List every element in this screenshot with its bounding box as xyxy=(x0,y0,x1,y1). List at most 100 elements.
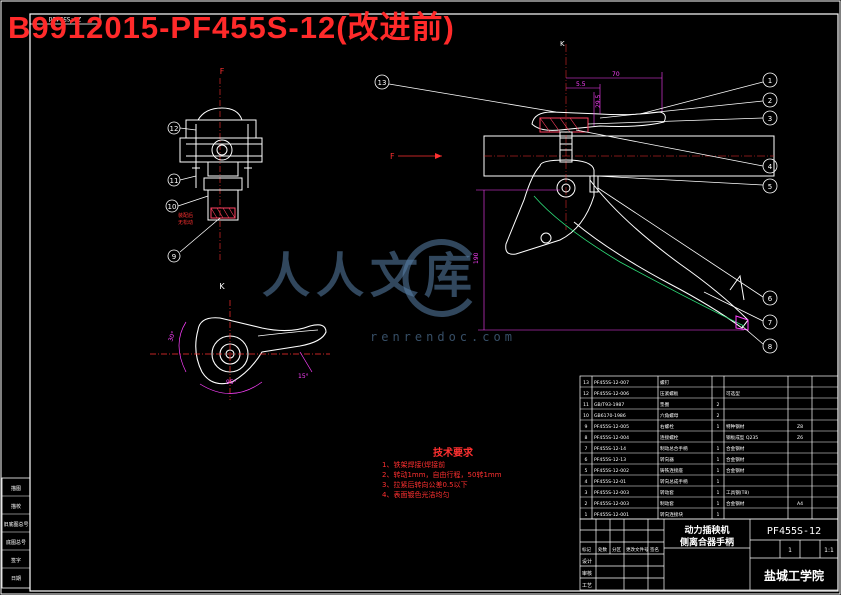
angle-15: 15° xyxy=(298,373,309,380)
strip-cell: 底图总号 xyxy=(6,539,26,546)
dim-5-5: 5.5 xyxy=(576,81,586,88)
parts-cell-no: 2 xyxy=(585,501,588,507)
balloon-6: 6 xyxy=(768,295,773,303)
tb-header-cell: 处数 xyxy=(598,546,607,553)
parts-cell-qty: 1 xyxy=(717,512,720,518)
parts-cell-name: 连接螺栓 xyxy=(660,434,679,441)
product-name: 动力插秧机 xyxy=(684,524,729,536)
strip-cell: 描图 xyxy=(11,485,21,492)
parts-cell-mat: 工具钢(T8) xyxy=(726,489,749,496)
parts-cell-mat: 钢板成型 Q235 xyxy=(726,434,758,441)
parts-cell-no: 11 xyxy=(583,402,589,408)
parts-cell-no: 6 xyxy=(585,457,588,463)
tb-header-cell: 标记 xyxy=(582,546,591,553)
tech-requirement-item: 3、拉紧后转向公差0.5以下 xyxy=(382,481,468,489)
parts-cell-no: 9 xyxy=(585,424,588,430)
left-margin-strip: 描图 描校 旧底图总号 底图总号 签字 日期 xyxy=(1,477,31,589)
strip-cell: 日期 xyxy=(11,576,21,582)
parts-cell-name: 制动套 xyxy=(660,500,674,507)
watermark-text: 人人文库 xyxy=(262,248,479,304)
tb-role-design: 设计 xyxy=(582,558,592,565)
parts-cell-mat: 合金钢材 xyxy=(726,467,745,474)
inner-frame xyxy=(29,13,839,592)
parts-cell-mat: 合金钢材 xyxy=(726,500,745,507)
angle-95: 95° xyxy=(226,379,237,386)
parts-cell-mat: 合金钢材 xyxy=(726,445,745,452)
parts-cell-name: 转动套 xyxy=(660,489,674,496)
parts-cell-qty: 1 xyxy=(717,490,720,496)
parts-cell-no: 10 xyxy=(583,413,589,419)
parts-cell-qty: 2 xyxy=(717,402,720,408)
school-name: 盐城工学院 xyxy=(764,568,824,583)
parts-cell-no: 13 xyxy=(583,380,589,386)
balloon-2: 2 xyxy=(768,97,772,105)
tech-requirement-item: 2、转动1mm，自由行程，50转1mm xyxy=(382,471,502,479)
balloon-9: 9 xyxy=(172,253,176,261)
parts-cell-qty: 1 xyxy=(717,457,720,463)
balloon-4: 4 xyxy=(768,163,773,171)
parts-cell-name: 垫圈 xyxy=(660,401,670,408)
left-clamp-view xyxy=(179,78,263,260)
view-label-k-side: K xyxy=(560,40,565,48)
parts-cell-no: 5 xyxy=(585,468,588,474)
parts-cell-code: PF455S-12-003 xyxy=(594,490,629,496)
tech-requirement-item: 1、铁架焊接(焊接前 xyxy=(382,461,446,469)
parts-cell-qty: 2 xyxy=(717,413,720,419)
parts-cell-mat: 特种钢材 xyxy=(726,423,745,430)
arrow-f xyxy=(398,153,442,159)
tb-header-cell: 分区 xyxy=(612,546,621,553)
balloon-5: 5 xyxy=(768,183,772,191)
parts-cell-no: 3 xyxy=(585,490,588,496)
parts-cell-code: PF455S-12-005 xyxy=(594,424,629,430)
parts-cell-no: 8 xyxy=(585,435,588,441)
balloon-10: 10 xyxy=(168,203,177,211)
tb-header-cell: 签名 xyxy=(650,546,659,553)
parts-cell-qty: 1 xyxy=(717,468,720,474)
view-label-k-bottom: K xyxy=(219,282,225,291)
top-left-stamp: ZI-S554Sd xyxy=(29,13,101,25)
parts-cell-code: PF455S-12-14 xyxy=(594,446,626,452)
parts-cell-qty: 1 xyxy=(717,424,720,430)
parts-cell-code: PF455S-12-01 xyxy=(594,479,626,485)
parts-cell-name: 右螺栓 xyxy=(660,423,674,430)
parts-cell-name: 转向连接块 xyxy=(660,511,683,518)
right-balloons xyxy=(374,72,778,354)
parts-cell-name: 铸铁连接座 xyxy=(660,467,683,474)
parts-cell-code: PF455S-12-13 xyxy=(594,457,626,463)
balloon-7: 7 xyxy=(768,319,772,327)
parts-cell-name: 螺钉 xyxy=(660,379,670,386)
tb-role-process: 工艺 xyxy=(582,583,592,589)
left-balloons xyxy=(165,121,221,263)
parts-cell-code: PF455S-12-006 xyxy=(594,391,629,397)
balloon-3: 3 xyxy=(768,115,772,123)
parts-cell-note: Z8 xyxy=(797,424,803,430)
title-block xyxy=(579,518,839,591)
parts-cell-no: 7 xyxy=(585,446,588,452)
strip-cell: 描校 xyxy=(11,503,21,510)
watermark-logo-icon xyxy=(402,239,473,317)
parts-cell-no: 4 xyxy=(585,479,588,485)
dim-29-5: 29.5 xyxy=(595,94,602,108)
parts-cell-mat: 合金钢材 xyxy=(726,456,745,463)
balloon-8: 8 xyxy=(768,343,772,351)
parts-cell-code: GB6170-1986 xyxy=(594,413,626,419)
parts-cell-code: PF455S-12-002 xyxy=(594,468,629,474)
balloon-1: 1 xyxy=(768,77,772,85)
tech-requirement-item: 4、表面镀色光洁均匀 xyxy=(382,491,450,499)
balloon-13: 13 xyxy=(378,79,387,87)
arrow-f-label: F xyxy=(390,152,395,161)
product-sub-name: 侧离合器手柄 xyxy=(680,536,734,548)
parts-cell-no: 1 xyxy=(585,512,588,518)
parts-cell-note: Z6 xyxy=(797,435,803,441)
parts-cell-qty: 1 xyxy=(717,479,720,485)
left-note-line: 装配后 xyxy=(178,212,193,219)
drawing-number: PF455S-12 xyxy=(767,526,821,537)
parts-cell-name: 转向总成手柄 xyxy=(660,478,688,485)
tech-requirements-heading: 技术要求 xyxy=(433,448,473,459)
left-note: 装配后 无松动 xyxy=(178,212,195,226)
parts-cell-name: 压紧螺板 xyxy=(660,390,679,397)
strip-cell: 签字 xyxy=(11,557,21,564)
balloon-12: 12 xyxy=(170,125,179,133)
